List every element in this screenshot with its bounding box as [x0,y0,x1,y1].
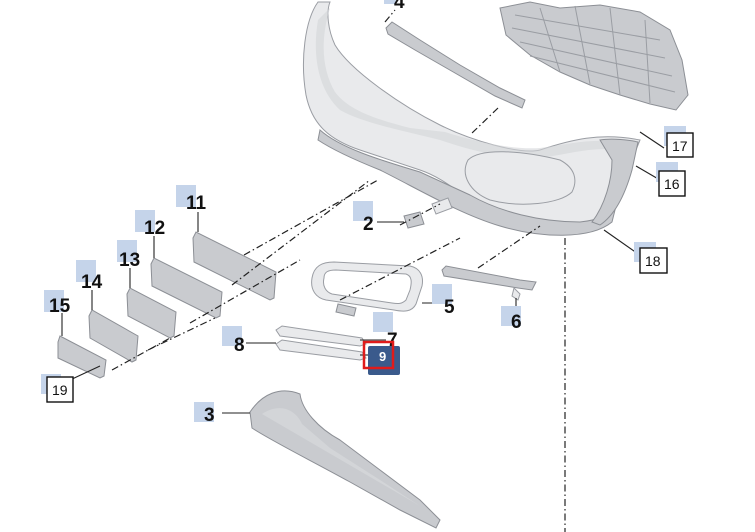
callout-tab [76,260,96,282]
assembly-lines [111,9,566,532]
callout-tab [222,326,242,346]
callout-18[interactable]: 18 [634,242,668,274]
callout-label: 17 [672,138,688,154]
upper-grille [499,1,689,111]
callout-label: 13 [119,250,140,271]
callout-4[interactable]: 4 [384,0,405,13]
callout-5[interactable]: 5 [432,284,455,318]
callout-label: 7 [387,330,398,351]
callout-label: 3 [204,405,215,426]
callout-tab [353,201,373,221]
selection-highlight [362,340,395,370]
callout-2[interactable]: 2 [353,201,374,235]
plate-bracket-15 [57,335,107,379]
callout-box [666,132,694,158]
callout-tab [194,402,214,422]
callout-7[interactable]: 7 [373,312,398,351]
callout-tab [432,284,452,304]
callout-tab [373,312,393,332]
bumper-cover [302,1,641,236]
callout-label: 5 [444,297,455,318]
trim-strip-4 [385,21,526,109]
fog-surround-5 [311,261,423,317]
callout-16[interactable]: 16 [656,162,686,197]
callout-tab [501,306,521,326]
callout-tab [176,185,196,207]
callout-label: 9 [379,349,386,364]
callout-8[interactable]: 8 [222,326,245,356]
plate-bracket-11 [192,231,277,301]
lower-spoiler-3 [249,390,441,529]
callout-label: 12 [144,218,165,239]
callout-label: 18 [645,253,661,269]
callout-17[interactable]: 17 [664,126,694,158]
callout-label: 4 [394,0,405,13]
callout-label: 8 [234,335,245,356]
callout-tab [44,290,64,312]
callout-label: 11 [186,193,207,214]
callout-label: 19 [52,382,68,398]
callout-label: 2 [363,214,374,235]
callout-tab [135,210,155,232]
callout-tab [117,240,137,262]
callout-19[interactable]: 19 [41,374,74,403]
callout-6[interactable]: 6 [501,306,522,333]
callout-12[interactable]: 12 [135,210,165,239]
callout-box [658,170,686,197]
callout-9-selected[interactable]: 9 [362,340,400,375]
callout-box [46,376,74,403]
callout-label: 6 [511,312,522,333]
callout-14[interactable]: 14 [76,260,103,293]
callout-box [639,247,668,274]
callout-label: 14 [81,272,103,293]
callout-15[interactable]: 15 [44,290,71,317]
callout-13[interactable]: 13 [117,240,140,271]
callout-11[interactable]: 11 [176,185,207,214]
plate-bracket-13 [126,287,177,339]
callout-3[interactable]: 3 [194,402,215,426]
side-trim-6 [441,265,537,301]
callout-tab [384,0,396,4]
callout-label: 16 [664,176,680,192]
callout-label: 15 [49,296,71,317]
clip-2 [403,197,453,229]
strip-8 [275,325,367,361]
